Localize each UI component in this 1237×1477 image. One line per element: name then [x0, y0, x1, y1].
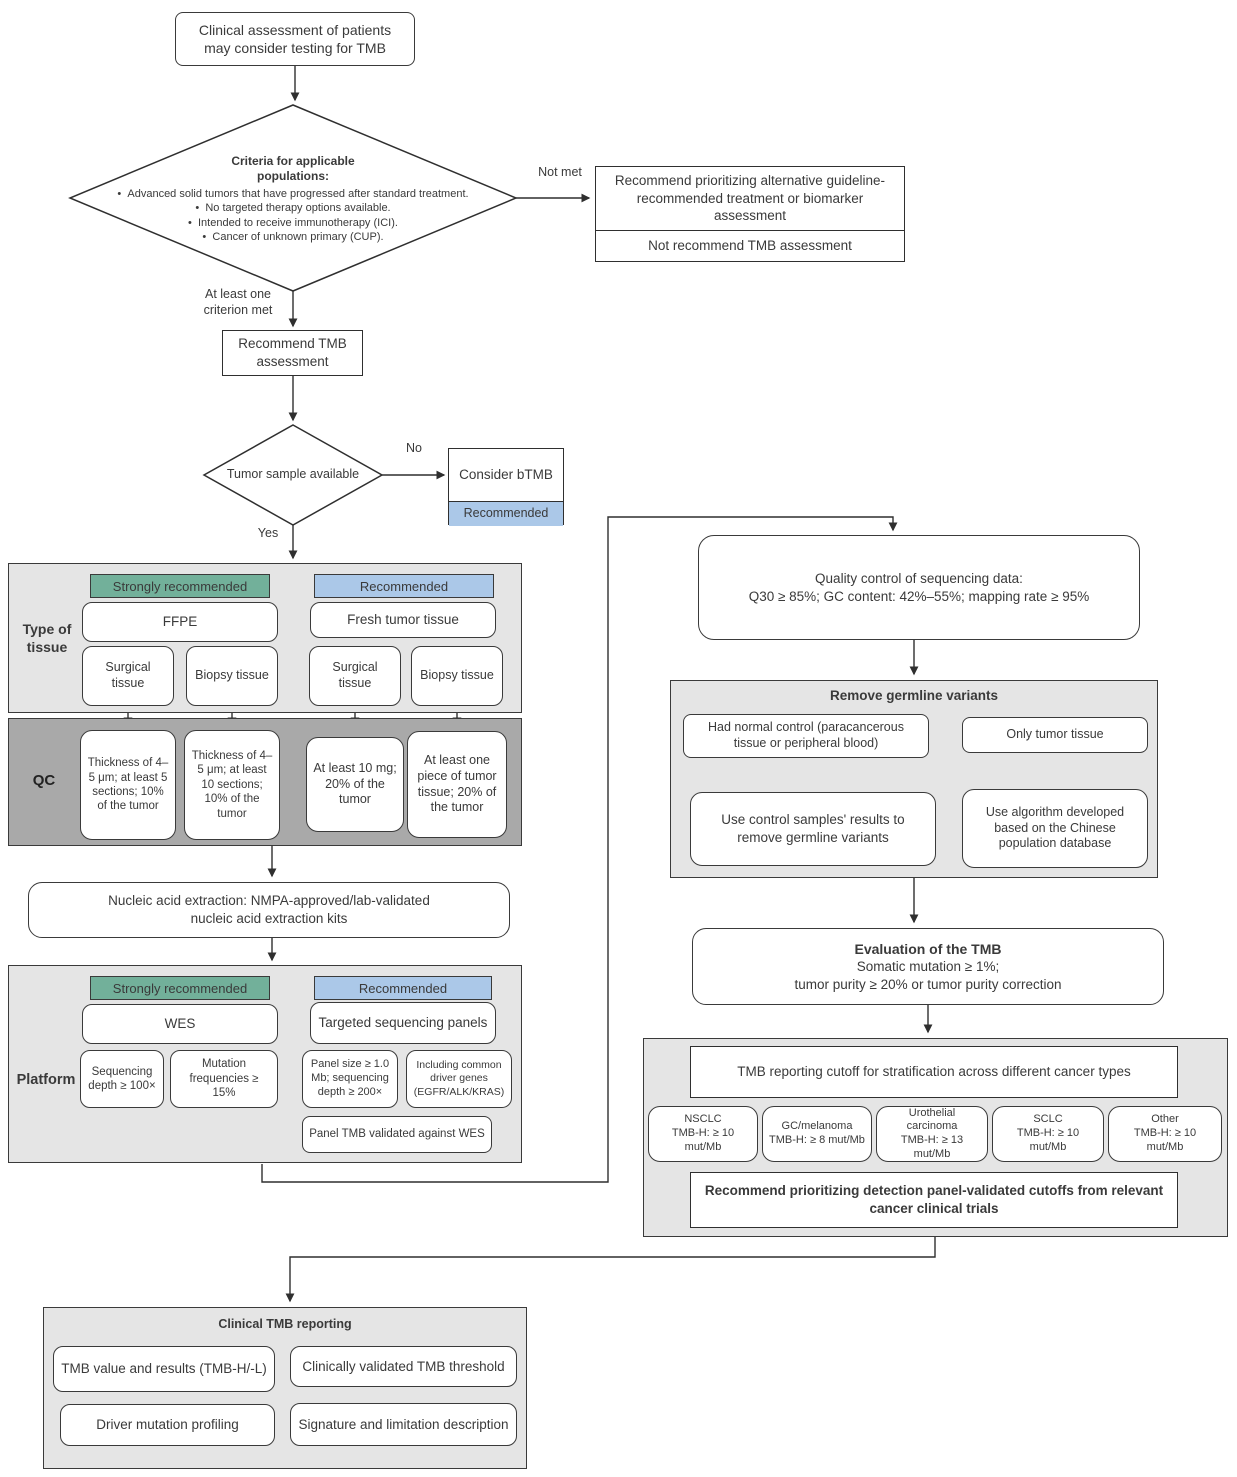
biopsy-tissue-box-2: Biopsy tissue	[411, 646, 503, 706]
criteria-bullet: No targeted therapy options available.	[117, 201, 468, 215]
reporting-box-threshold: Clinically validated TMB threshold	[290, 1346, 517, 1387]
cutoff-name: Other	[1151, 1113, 1179, 1126]
cutoff-name: Urothelial carcinoma	[906, 1106, 958, 1133]
fresh-tumor-tissue-box: Fresh tumor tissue	[310, 602, 496, 638]
cutoff-value: TMB-H: ≥ 10 mut/Mb	[671, 1127, 735, 1153]
cutoff-name: SCLC	[1033, 1113, 1063, 1126]
evaluation-line1: Somatic mutation ≥ 1%;	[856, 959, 1000, 975]
connector-platform-to-seqqc	[261, 516, 898, 1183]
cutoff-footer-box: Recommend prioritizing detection panel-v…	[690, 1172, 1178, 1228]
criteria-bullet: Advanced solid tumors that have progress…	[117, 187, 468, 201]
reporting-box-signature: Signature and limitation description	[290, 1403, 517, 1446]
tissue-strongly-recommended-header: Strongly recommended	[90, 574, 270, 598]
criteria-bullet-list: Advanced solid tumors that have progress…	[117, 187, 468, 244]
sequencing-qc-line2: Q30 ≥ 85%; GC content: 42%–55%; mapping …	[748, 588, 1090, 604]
qc-box-ffpe-surgical: Thickness of 4–5 μm; at least 5 sections…	[80, 730, 176, 840]
not-met-box-bottom: Not recommend TMB assessment	[648, 238, 852, 254]
surgical-tissue-box-2: Surgical tissue	[309, 646, 401, 706]
btmb-box-recommended: Recommended	[449, 502, 563, 526]
evaluation-box: Evaluation of the TMB Somatic mutation ≥…	[692, 928, 1164, 1005]
evaluation-line2: tumor purity ≥ 20% or tumor purity corre…	[794, 976, 1062, 992]
normal-control-box: Had normal control (paracancerous tissue…	[683, 714, 929, 758]
reporting-box-driver-mutation: Driver mutation profiling	[60, 1404, 275, 1446]
criteria-diamond-shape	[68, 104, 518, 292]
sample-diamond-shape	[202, 424, 384, 526]
panel-validated-box: Panel TMB validated against WES	[302, 1116, 492, 1153]
cutoff-value: TMB-H: ≥ 10 mut/Mb	[1133, 1127, 1197, 1153]
start-box: Clinical assessment of patients may cons…	[175, 12, 415, 66]
btmb-box: Consider bTMB Recommended	[448, 448, 564, 526]
use-control-box: Use control samples' results to remove g…	[690, 792, 936, 866]
edge-label-not-met: Not met	[538, 165, 582, 180]
reporting-panel-title: Clinical TMB reporting	[218, 1317, 352, 1331]
not-met-box-top: Recommend prioritizing alternative guide…	[596, 167, 904, 231]
evaluation-title: Evaluation of the TMB	[854, 940, 1002, 957]
qc-box-fresh-biopsy: At least one piece of tumor tissue; 20% …	[407, 731, 507, 838]
criteria-heading-line2: populations:	[257, 169, 329, 184]
sequencing-qc-box: Quality control of sequencing data: Q30 …	[698, 535, 1140, 640]
tissue-panel-label: Type of tissue	[22, 620, 72, 655]
edge-label-yes: Yes	[257, 526, 279, 541]
cutoff-value: TMB-H: ≥ 10 mut/Mb	[1016, 1127, 1080, 1153]
tumor-only-box: Only tumor tissue	[962, 717, 1148, 753]
ffpe-box: FFPE	[82, 602, 278, 642]
panel-size-box: Panel size ≥ 1.0 Mb; sequencing depth ≥ …	[302, 1050, 398, 1108]
surgical-tissue-box-1: Surgical tissue	[82, 646, 174, 706]
connector-cutoff-to-reporting	[285, 1237, 936, 1303]
btmb-box-top: Consider bTMB	[449, 449, 563, 502]
nucleic-extraction-box: Nucleic acid extraction: NMPA-approved/l…	[28, 882, 510, 938]
cutoff-header-box: TMB reporting cutoff for stratification …	[690, 1046, 1178, 1098]
biopsy-tissue-box-1: Biopsy tissue	[186, 646, 278, 706]
edge-label-no: No	[406, 441, 422, 456]
sequencing-depth-box: Sequencing depth ≥ 100×	[80, 1050, 164, 1108]
cutoff-box-gc-melanoma: GC/melanoma TMB-H: ≥ 8 mut/Mb	[762, 1106, 872, 1162]
cutoff-box-sclc: SCLC TMB-H: ≥ 10 mut/Mb	[992, 1106, 1104, 1162]
qc-box-ffpe-biopsy: Thickness of 4–5 μm; at least 10 section…	[184, 730, 280, 840]
tissue-recommended-header: Recommended	[314, 574, 494, 598]
criteria-heading-line1: Criteria for applicable	[231, 153, 355, 168]
cutoff-box-urothelial: Urothelial carcinoma TMB-H: ≥ 13 mut/Mb	[876, 1106, 988, 1162]
cutoff-name: GC/melanoma	[781, 1120, 853, 1133]
germline-panel-title: Remove germline variants	[829, 688, 999, 704]
platform-recommended-header: Recommended	[314, 976, 492, 1000]
platform-strongly-recommended-header: Strongly recommended	[90, 976, 270, 1000]
recommend-tmb-box: Recommend TMB assessment	[222, 330, 363, 376]
mutation-frequencies-box: Mutation frequencies ≥ 15%	[170, 1050, 278, 1108]
wes-box: WES	[82, 1004, 278, 1044]
nucleic-line2: nucleic acid extraction kits	[190, 911, 348, 926]
use-algorithm-box: Use algorithm developed based on the Chi…	[962, 789, 1148, 868]
sample-diamond: Tumor sample available	[226, 467, 360, 482]
cutoff-name: NSCLC	[684, 1113, 722, 1126]
cutoff-box-other: Other TMB-H: ≥ 10 mut/Mb	[1108, 1106, 1222, 1162]
targeted-panels-box: Targeted sequencing panels	[310, 1002, 496, 1044]
not-met-box: Recommend prioritizing alternative guide…	[595, 166, 905, 262]
criteria-diamond: Criteria for applicable populations: Adv…	[110, 124, 476, 274]
qc-box-fresh-surgical: At least 10 mg; 20% of the tumor	[306, 737, 404, 832]
driver-genes-box: Including common driver genes (EGFR/ALK/…	[406, 1050, 512, 1108]
edge-label-at-least-one: At least one criterion met	[203, 287, 273, 317]
cutoff-box-nsclc: NSCLC TMB-H: ≥ 10 mut/Mb	[648, 1106, 758, 1162]
start-box-line1: Clinical assessment of patients	[198, 21, 392, 38]
qc-panel-label: QC	[32, 771, 56, 789]
criteria-bullet: Intended to receive immunotherapy (ICI).	[117, 216, 468, 230]
reporting-box-tmb-value: TMB value and results (TMB-H/-L)	[53, 1346, 275, 1392]
nucleic-line1: Nucleic acid extraction: NMPA-approved/l…	[108, 893, 430, 909]
sequencing-qc-line1: Quality control of sequencing data:	[815, 570, 1023, 586]
platform-panel-label: Platform	[16, 1072, 76, 1088]
cutoff-value: TMB-H: ≥ 13 mut/Mb	[900, 1134, 964, 1160]
start-box-line2: may consider testing for TMB	[204, 40, 386, 56]
cutoff-value: TMB-H: ≥ 8 mut/Mb	[769, 1134, 865, 1146]
criteria-bullet: Cancer of unknown primary (CUP).	[117, 230, 468, 244]
